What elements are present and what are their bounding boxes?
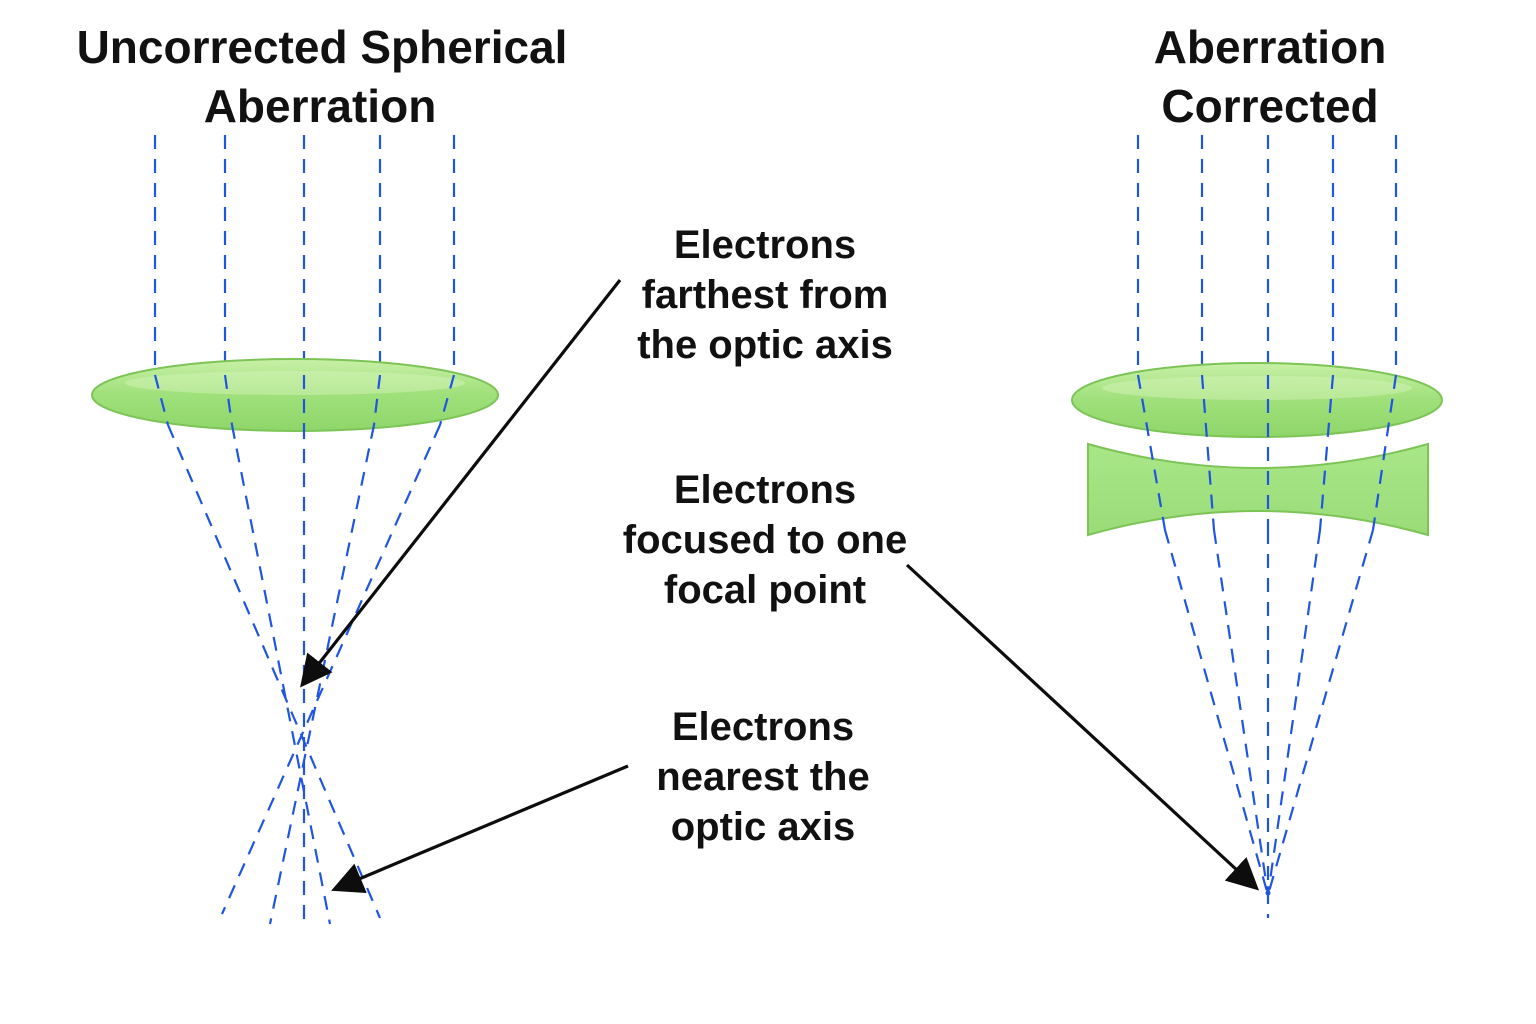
right-lens-ray xyxy=(1136,374,1167,531)
left-incoming-rays xyxy=(153,135,456,375)
left-refracted-ray xyxy=(220,424,442,915)
right-concave-corrector-lens xyxy=(1087,442,1429,537)
right-incoming-rays xyxy=(1136,135,1398,375)
annotation-focused-line2: focused to one xyxy=(623,518,907,562)
left-lens-ray xyxy=(372,374,382,426)
arrow-to-nearest-focus xyxy=(331,764,629,894)
annotation-focused: Electrons focused to one focal point xyxy=(623,468,1260,891)
right-lens-ray xyxy=(1371,374,1398,531)
left-lens-ray xyxy=(223,374,234,426)
annotation-nearest: Electrons nearest the optic axis xyxy=(331,705,870,894)
annotation-focused-line3: focal point xyxy=(664,568,866,612)
left-convex-lens xyxy=(91,358,499,432)
annotation-farthest-line1: Electrons xyxy=(674,223,856,267)
right-lens-ray xyxy=(1200,374,1216,531)
right-convex-lens xyxy=(1071,362,1443,438)
right-refracted-ray xyxy=(1266,529,1322,896)
left-lens-ray xyxy=(153,374,170,426)
annotation-nearest-line3: optic axis xyxy=(671,805,856,849)
right-title-line2: Corrected xyxy=(1161,80,1378,132)
left-refracted-ray xyxy=(166,424,382,919)
arrow-to-focal-point xyxy=(905,563,1260,891)
left-lens-ray xyxy=(438,374,456,426)
annotation-farthest-line2: farthest from xyxy=(642,273,889,317)
right-lens-highlight xyxy=(1102,376,1412,400)
annotation-farthest: Electrons farthest from the optic axis xyxy=(300,223,893,688)
annotation-focused-line1: Electrons xyxy=(674,468,856,512)
left-refracted-rays xyxy=(166,424,442,925)
left-title-line1: Uncorrected Spherical xyxy=(77,21,568,73)
left-lens-rays xyxy=(153,374,456,426)
right-refracted-rays xyxy=(1163,529,1375,918)
right-refracted-ray xyxy=(1266,529,1375,896)
left-title-line2: Aberration xyxy=(204,80,437,132)
right-title-line1: Aberration xyxy=(1154,21,1387,73)
right-lens-rays xyxy=(1136,374,1398,531)
right-refracted-ray xyxy=(1212,529,1270,896)
right-refracted-ray xyxy=(1163,529,1270,896)
focal-point xyxy=(1265,890,1271,896)
left-refracted-ray xyxy=(268,424,376,925)
arrow-to-farthest-focus xyxy=(300,279,622,688)
annotation-farthest-line3: the optic axis xyxy=(637,323,893,367)
annotation-nearest-line2: nearest the xyxy=(656,755,869,799)
right-panel-title: Aberration Corrected xyxy=(1154,21,1387,132)
left-refracted-ray xyxy=(230,424,332,925)
left-panel-title: Uncorrected Spherical Aberration xyxy=(77,21,568,132)
right-lens-ray xyxy=(1318,374,1335,531)
left-panel xyxy=(91,135,499,925)
left-lens-highlight xyxy=(125,371,465,395)
annotation-nearest-line1: Electrons xyxy=(672,705,854,749)
right-panel xyxy=(1071,135,1443,918)
